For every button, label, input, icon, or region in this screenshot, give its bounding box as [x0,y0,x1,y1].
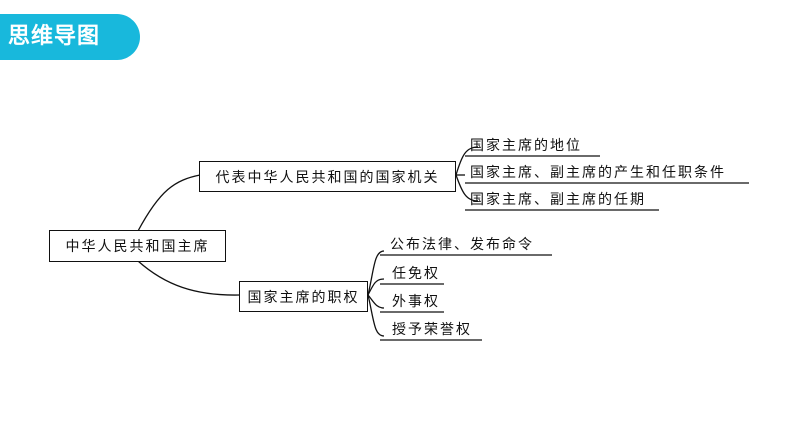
connector-root-branch2 [137,260,241,296]
branch-node-2: 国家主席的职权 [239,281,368,312]
connector-branch2-leaf3 [367,294,385,309]
root-node: 中华人民共和国主席 [49,230,226,262]
root-node-label: 中华人民共和国主席 [65,239,210,255]
connector-branch1-leaf1 [455,146,479,176]
branch-node-1-label: 代表中华人民共和国的国家机关 [215,169,440,186]
connector-branch2-leaf2 [367,278,385,296]
b2-leaf-1: 公布法律、发布命令 [390,237,534,253]
connector-root-branch1 [137,174,201,232]
connector-branch2-leaf4 [367,294,385,337]
b1-leaf-3: 国家主席、副主席的任期 [470,192,646,208]
b1-leaf-2: 国家主席、副主席的产生和任职条件 [470,165,726,181]
branch-node-1: 代表中华人民共和国的国家机关 [199,161,456,192]
b2-leaf-4: 授予荣誉权 [392,322,472,338]
b2-leaf-3: 外事权 [392,294,440,310]
connector-branch1-leaf3 [455,174,479,202]
branch-node-2-label: 国家主席的职权 [247,289,360,306]
b1-leaf-1: 国家主席的地位 [470,138,582,154]
section-banner: 思维导图 [0,14,140,60]
connector-branch2-leaf1 [367,250,385,296]
b2-leaf-2: 任免权 [392,266,440,282]
banner-title: 思维导图 [8,24,101,49]
